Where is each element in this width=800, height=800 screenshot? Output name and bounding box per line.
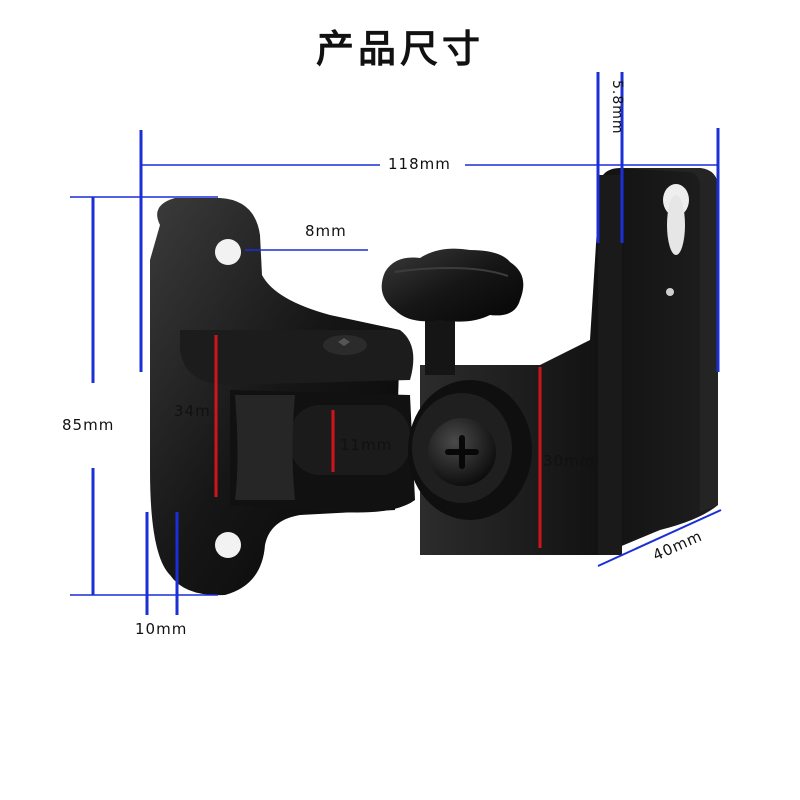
slot-icon [667,195,685,255]
top-mount-hole-icon [215,239,241,265]
label-top-width: 118mm [388,155,451,173]
label-arm-gap: 11mm [340,436,393,454]
measure-lines [214,335,542,548]
small-hole-icon [666,288,674,296]
knob-icon [381,248,524,375]
label-base-offset: 10mm [135,620,188,638]
label-slot-width: 5.8mm [609,80,625,135]
page-title: 产品尺寸 [315,27,484,71]
wall-plate [150,198,415,596]
label-arm-height: 34m [174,402,211,420]
label-plate-height: 30mm [543,452,596,470]
swivel-joint [408,380,532,520]
label-hole-offset: 8mm [305,222,347,240]
dimension-lines [70,72,722,615]
bottom-mount-hole-icon [215,532,241,558]
label-height: 85mm [62,416,115,434]
